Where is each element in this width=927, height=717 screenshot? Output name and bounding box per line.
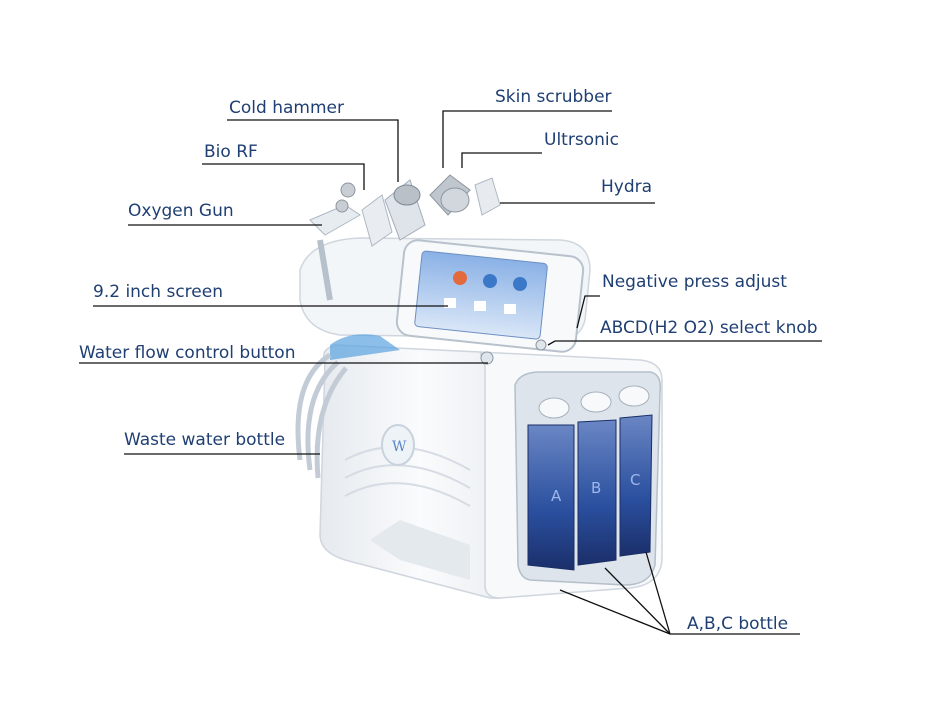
leader-lines (79, 110, 822, 635)
label-skin-scrubber: Skin scrubber (495, 87, 612, 107)
label-cold-hammer: Cold hammer (229, 98, 344, 118)
label-abc-bottle: A,B,C bottle (687, 614, 789, 634)
label-negative-press: Negative press adjust (602, 272, 787, 292)
bottle-letter-b: B (591, 479, 602, 497)
label-waste-bottle: Waste water bottle (124, 430, 286, 450)
label-ultrsonic: Ultrsonic (544, 130, 619, 150)
label-bio-rf: Bio RF (204, 142, 258, 162)
label-screen: 9.2 inch screen (93, 282, 223, 302)
bottle-letter-c: C (630, 471, 641, 489)
control-knobs (480, 339, 547, 365)
svg-text:W: W (392, 439, 407, 455)
touch-screen (395, 239, 585, 353)
bottle-letter-a: A (551, 487, 562, 505)
label-hydra: Hydra (601, 177, 653, 197)
label-select-knob: ABCD(H2 O2) select knob (600, 318, 818, 338)
bottle-compartment (514, 371, 662, 586)
logo-emblem: W (381, 424, 415, 466)
handpieces (309, 174, 501, 301)
label-oxygen-gun: Oxygen Gun (128, 201, 234, 221)
label-water-flow: Water flow control button (79, 343, 296, 363)
